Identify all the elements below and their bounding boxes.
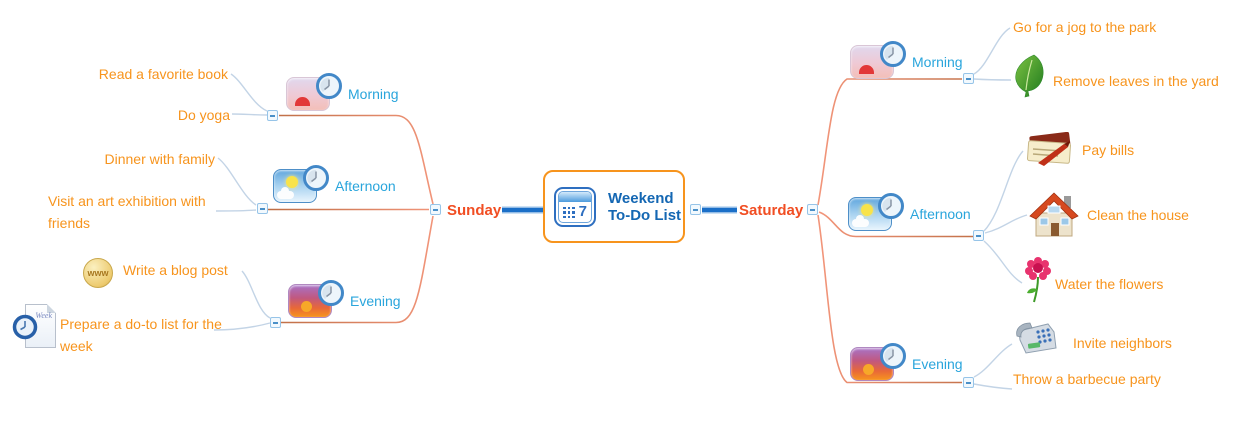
- task-remove-leaves[interactable]: Remove leaves in the yard: [1053, 73, 1219, 89]
- flower-icon: [1025, 257, 1051, 303]
- task-prepare-todo-list[interactable]: Prepare a do-to list for the week: [60, 316, 222, 354]
- collapse-toggle-sunday-evening[interactable]: [270, 317, 281, 328]
- node-sunday-morning[interactable]: Morning: [286, 73, 399, 111]
- center-topic-node[interactable]: 7 Weekend To-Do List: [543, 170, 685, 243]
- daytime-sun-clock-icon: [273, 165, 329, 203]
- calendar-number: 7: [578, 202, 587, 220]
- collapse-toggle-center-right[interactable]: [690, 204, 701, 215]
- www-globe-icon: www: [83, 258, 113, 288]
- collapse-toggle-sunday-morning[interactable]: [267, 110, 278, 121]
- task-write-a-blog-post[interactable]: Write a blog post: [123, 262, 228, 278]
- node-saturday-afternoon[interactable]: Afternoon: [848, 193, 971, 231]
- bills-icon: [1026, 132, 1072, 166]
- daytime-sun-clock-icon: [848, 193, 904, 231]
- phone-icon: [1016, 322, 1057, 354]
- node-sunday-afternoon[interactable]: Afternoon: [273, 165, 396, 203]
- document-clock-icon: Week: [12, 302, 60, 352]
- task-connectors: [213, 27, 1028, 390]
- collapse-toggle-sunday-afternoon[interactable]: [257, 203, 268, 214]
- node-label: Evening: [912, 356, 963, 372]
- node-sunday-evening[interactable]: Evening: [288, 280, 401, 318]
- collapse-toggle-saturday-evening[interactable]: [963, 377, 974, 388]
- clock-icon: [303, 165, 329, 191]
- branch-sunday-evening: [281, 215, 434, 324]
- task-visit-art-exhibition[interactable]: Visit an art exhibition with friends: [48, 193, 206, 231]
- calendar-icon: 7: [554, 186, 596, 227]
- node-label: Afternoon: [910, 206, 971, 222]
- task-pay-bills[interactable]: Pay bills: [1082, 142, 1135, 158]
- day-label-saturday[interactable]: Saturday: [739, 202, 804, 219]
- sunrise-clock-icon: [850, 41, 906, 79]
- collapse-toggle-saturday-morning[interactable]: [963, 73, 974, 84]
- sunset-clock-icon: [288, 280, 344, 318]
- node-label: Evening: [350, 293, 401, 309]
- branch-sunday-morning: [279, 114, 434, 205]
- node-label: Morning: [912, 54, 963, 70]
- clock-icon: [318, 280, 344, 306]
- sunset-clock-icon: [850, 343, 906, 381]
- task-throw-barbecue-party[interactable]: Throw a barbecue party: [1013, 371, 1161, 387]
- clock-icon: [880, 41, 906, 67]
- day-label-sunday[interactable]: Sunday: [447, 202, 502, 219]
- node-saturday-morning[interactable]: Morning: [850, 41, 963, 79]
- house-icon: [1029, 192, 1079, 237]
- sunrise-clock-icon: [286, 73, 342, 111]
- task-invite-neighbors[interactable]: Invite neighbors: [1073, 335, 1172, 351]
- node-label: Morning: [348, 86, 399, 102]
- collapse-toggle-saturday-afternoon[interactable]: [973, 230, 984, 241]
- clock-icon: [878, 193, 904, 219]
- branch-saturday-evening: [817, 214, 962, 384]
- task-do-yoga[interactable]: Do yoga: [177, 107, 230, 123]
- node-saturday-evening[interactable]: Evening: [850, 343, 963, 381]
- clock-icon: [316, 73, 342, 99]
- node-label: Afternoon: [335, 178, 396, 194]
- task-clean-the-house[interactable]: Clean the house: [1087, 207, 1189, 223]
- document-word: Week: [35, 311, 52, 320]
- leaf-icon: [1015, 54, 1044, 98]
- task-read-a-favorite-book[interactable]: Read a favorite book: [98, 66, 228, 82]
- task-go-for-a-jog[interactable]: Go for a jog to the park: [1013, 19, 1157, 35]
- task-dinner-with-family[interactable]: Dinner with family: [104, 151, 215, 167]
- collapse-toggle-saturday[interactable]: [807, 204, 818, 215]
- branch-saturday-afternoon: [818, 211, 973, 238]
- branch-saturday-morning: [817, 78, 962, 206]
- clock-icon: [880, 343, 906, 369]
- center-topic-title: Weekend To-Do List: [608, 189, 682, 224]
- task-water-the-flowers[interactable]: Water the flowers: [1055, 276, 1164, 292]
- collapse-toggle-sunday[interactable]: [430, 204, 441, 215]
